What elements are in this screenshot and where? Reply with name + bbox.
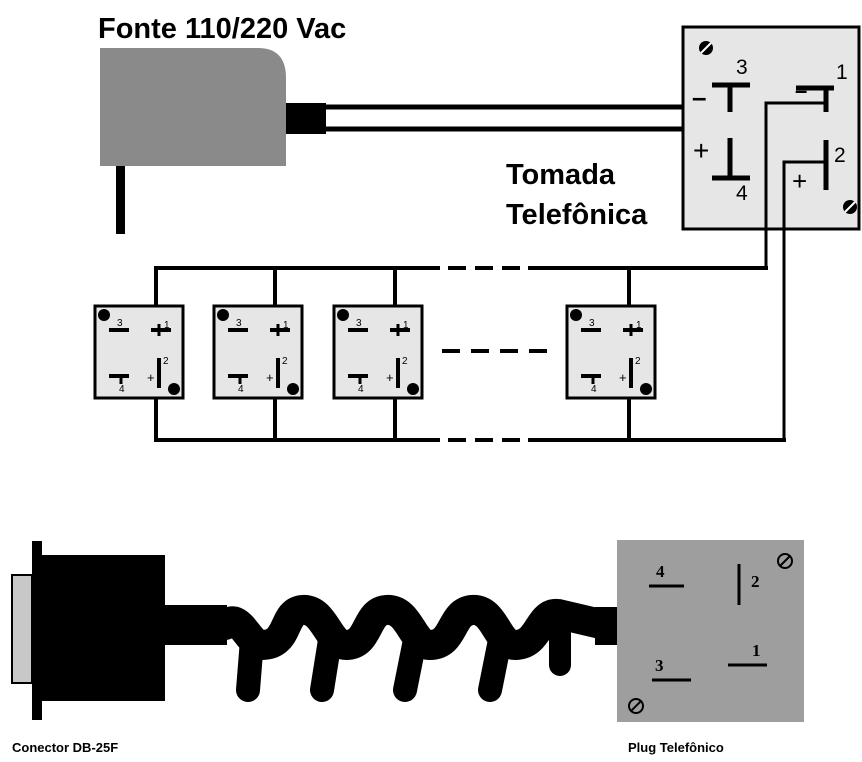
minus-sign: – (795, 78, 807, 103)
terminal-4-label: 4 (736, 182, 748, 205)
terminal-3 (712, 82, 750, 112)
svg-text:2: 2 (751, 572, 760, 591)
screw-icon (628, 698, 644, 714)
db25-connector (11, 541, 227, 720)
wall-socket-label-line2: Telefônica (506, 199, 648, 231)
db25-connector-body (42, 555, 165, 701)
plus-sign: + (693, 135, 709, 166)
phone-plug-label: Plug Telefônico (628, 740, 724, 755)
extension-socket-n (565, 304, 657, 400)
wall-socket: 3 – + 4 1 – 2 + (681, 25, 861, 440)
svg-text:1: 1 (752, 641, 761, 660)
bottom-bus-wire (154, 397, 440, 442)
plus-sign: + (792, 166, 807, 196)
extension-socket-1 (93, 304, 185, 400)
extension-socket-2 (212, 304, 304, 400)
wall-socket-label-line1: Tomada (506, 159, 616, 191)
terminal-1 (796, 85, 834, 112)
db25-connector-edge (11, 574, 33, 684)
top-bus-wire (154, 266, 440, 300)
terminal-1-label: 1 (836, 61, 848, 84)
phone-plug-body (617, 540, 804, 722)
power-adapter-cable-boot (286, 103, 326, 134)
phone-plug: 4 2 3 1 (595, 540, 804, 722)
internal-wire-2 (782, 160, 826, 440)
power-adapter-body (100, 48, 286, 166)
power-supply: Fonte 110/220 Vac (98, 13, 688, 234)
power-adapter-prong (116, 166, 125, 234)
screw-icon (777, 553, 793, 569)
bus-wires (154, 266, 786, 442)
svg-text:4: 4 (656, 562, 665, 581)
internal-wire-1 (764, 101, 826, 268)
coiled-cable (210, 595, 620, 702)
db25-label: Conector DB-25F (12, 740, 118, 755)
terminal-2-label: 2 (834, 144, 846, 167)
terminal-3-label: 3 (736, 56, 748, 79)
extension-socket-3 (332, 304, 424, 400)
svg-text:3: 3 (655, 656, 664, 675)
power-supply-label: Fonte 110/220 Vac (98, 13, 346, 45)
minus-sign: – (692, 82, 706, 112)
terminal-4 (712, 138, 750, 181)
wall-socket-body (681, 25, 861, 231)
